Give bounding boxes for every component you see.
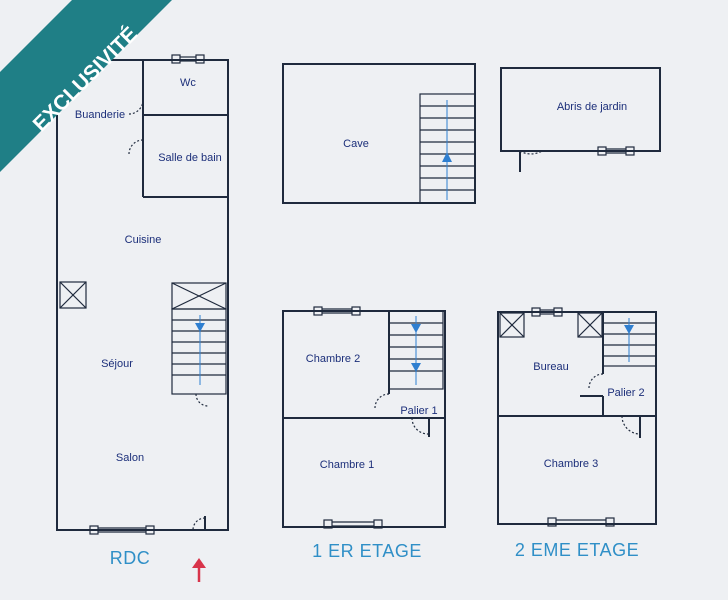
room-label-abris-de-jardin: Abris de jardin [557,101,627,113]
plan-abris-de-jardin: Abris de jardin [500,67,661,172]
window-icon [323,519,383,529]
window-icon [171,54,205,64]
room-label-cuisine: Cuisine [125,234,162,246]
room-label-sejour: Séjour [101,358,133,370]
duct-icon [499,312,525,338]
room-label-wc: Wc [180,77,196,89]
room-label-chambre-3: Chambre 3 [544,458,598,470]
room-label-bureau: Bureau [533,361,568,373]
door-swing-icon [128,99,144,115]
room-label-chambre-2: Chambre 2 [306,353,360,365]
window-icon [531,307,563,317]
rdc-staircase [171,282,227,407]
stairs-up-arrow-icon [442,152,452,162]
floor-label-rdc: RDC [110,548,151,568]
plan-1er-etage: Chambre 2 Palier 1 Chambre 1 1 ER ETAGE [282,306,446,561]
room-label-palier-1: Palier 1 [400,405,437,417]
exclusivite-badge: EXCLUSIVITÉ [0,0,172,172]
abris-outer-wall [500,67,661,152]
etage2-staircase [602,311,657,367]
room-label-cave: Cave [343,138,369,150]
window-icon [89,525,155,535]
floor-label-1er-etage: 1 ER ETAGE [312,541,422,561]
door-swing-icon [128,139,144,155]
duct-icon [59,281,87,309]
etage1-staircase [388,310,444,390]
room-label-chambre-1: Chambre 1 [320,459,374,471]
window-icon [547,517,615,527]
stairs-down-arrow-icon [195,323,205,332]
exclusivite-ribbon [0,0,172,172]
window-icon [597,146,635,156]
window-icon [313,306,361,316]
room-label-salon: Salon [116,452,144,464]
room-label-salle-de-bain: Salle de bain [158,152,222,164]
duct-icon [577,312,603,338]
room-label-palier-2: Palier 2 [607,387,644,399]
room-label-buanderie: Buanderie [75,109,125,121]
stairs-down-arrow-icon [411,324,421,333]
floor-label-2eme-etage: 2 EME ETAGE [515,540,639,560]
plan-rdc: Wc Buanderie Salle de bain Cuisine Séjou… [56,54,229,582]
plan-cave: Cave [282,63,476,204]
stairs-down-arrow-icon [624,325,634,334]
cave-outer-wall [282,63,476,204]
entry-arrow-icon [192,558,206,582]
cave-staircase [419,93,476,204]
etage2-outer-wall [497,311,657,525]
plan-2eme-etage: Bureau Palier 2 Chambre 3 2 EME ETAGE [497,307,657,560]
stairs-down-arrow-icon [411,363,421,372]
